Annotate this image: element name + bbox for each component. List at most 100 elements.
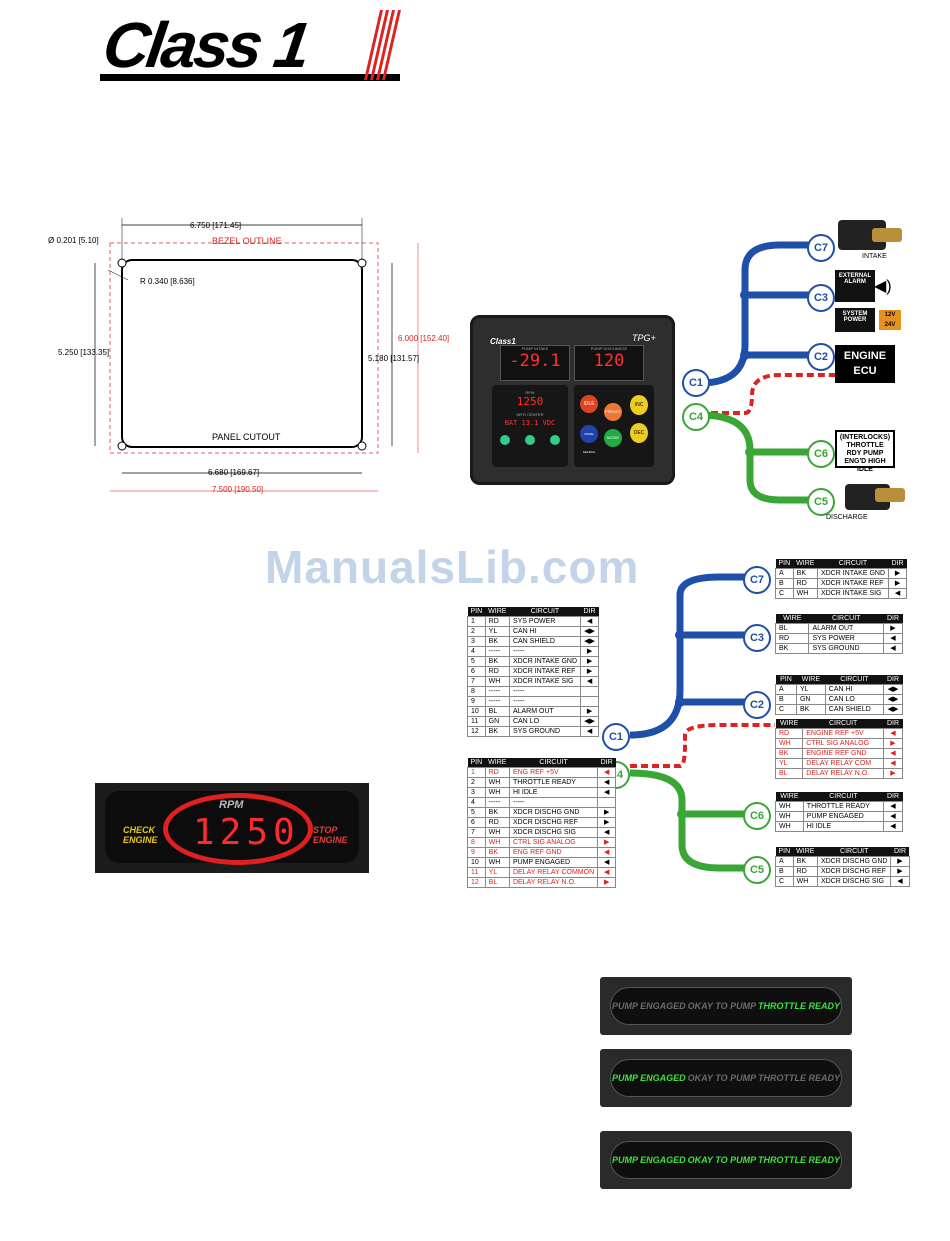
table-cell	[597, 797, 617, 808]
table-cell: 3	[467, 787, 486, 798]
table-cell: BK	[774, 748, 804, 759]
col-circuit: CIRCUIT	[803, 792, 884, 802]
table-cell: 4	[467, 646, 486, 657]
okay-to-pump-indicator: OKAY TO PUMP	[687, 1155, 757, 1165]
table-cell: BL	[484, 706, 510, 717]
stop-engine-label: STOP ENGINE	[313, 825, 348, 845]
table-cell: 8	[467, 686, 486, 697]
table-cell: BK	[792, 856, 818, 867]
table-cell: 10	[467, 857, 486, 868]
tpg-controller-image: Class1 TPG+ PUMP INTAKE -29.1 PUMP DISCH…	[470, 315, 675, 485]
table-row: 4----------	[467, 797, 617, 808]
more-search-button: MORE SEARCH	[580, 425, 598, 454]
table-cell: B	[775, 866, 794, 877]
table-cell: SYS GROUND	[508, 726, 582, 737]
table-cell: ▶	[579, 666, 600, 677]
table-cell: A	[775, 856, 794, 867]
col-pin: PIN	[775, 675, 797, 685]
table-cell: ◀▶	[579, 636, 600, 647]
connector-c5-bottom: C5	[743, 856, 771, 884]
logo-underline	[100, 74, 400, 81]
table-cell: RD	[792, 866, 818, 877]
bezel-outline-label: BEZEL OUTLINE	[212, 236, 282, 246]
table-cell: WH	[775, 811, 804, 822]
table-cell: DELAY RELAY N.O.	[802, 768, 884, 779]
table-cell: YL	[774, 758, 804, 769]
table-cell: BK	[774, 643, 810, 654]
wiring-diagram-top	[699, 241, 835, 504]
table-cell: HI IDLE	[508, 787, 599, 798]
pump-engaged-indicator: PUMP ENGAGED	[611, 1155, 686, 1165]
table-cell: A	[775, 684, 797, 695]
table-cell: WH	[792, 588, 818, 599]
discharge-label: DISCHARGE	[826, 514, 868, 521]
table-cell: ◀	[890, 876, 910, 887]
table-cell: ◀▶	[883, 694, 903, 705]
table-cell: 4	[467, 797, 486, 808]
table-cell: GN	[795, 694, 826, 705]
idle-button: IDLE	[580, 395, 598, 413]
table-cell: XDCR INTAKE GND	[816, 568, 890, 579]
table-cell: BL	[774, 623, 810, 634]
status-panel-3: PUMP ENGAGED OKAY TO PUMP THROTTLE READY	[600, 1131, 852, 1189]
col-circuit: CIRCUIT	[817, 559, 889, 569]
table-cell: 2	[467, 626, 486, 637]
okay-to-pump-indicator: OKAY TO PUMP	[687, 1073, 757, 1083]
throttle-ready-indicator: THROTTLE READY	[758, 1001, 840, 1011]
table-cell: XDCR DISCHG GND	[508, 807, 599, 818]
table-cell: C	[775, 876, 794, 887]
table-cell: ◀	[883, 643, 903, 654]
table-cell: DELAY RELAY COMMON	[508, 867, 599, 878]
indicator-light-icon	[499, 435, 510, 445]
indicator-light-icon	[550, 435, 561, 445]
col-wire: WIRE	[775, 614, 809, 624]
dim-width-top: 6.750 [171.45]	[190, 221, 242, 230]
table-cell: ▶	[890, 866, 910, 877]
table-cell: 12	[467, 726, 486, 737]
table-cell: 1	[467, 616, 486, 627]
table-cell: WH	[792, 876, 818, 887]
table-cell: ALARM OUT	[808, 623, 884, 634]
col-wire: WIRE	[793, 847, 818, 857]
table-cell: 10	[467, 706, 486, 717]
watermark: ManualsLib.com	[265, 541, 640, 593]
table-cell: ◀	[883, 821, 903, 832]
col-wire: WIRE	[485, 758, 510, 768]
table-cell: XDCR DISCHG GND	[816, 856, 892, 867]
table-cell: ◀	[883, 633, 903, 644]
highlight-ellipse	[163, 793, 313, 865]
connector-c4: C4	[682, 403, 710, 431]
table-cell: ▶	[887, 578, 908, 589]
table-cell: ▶	[887, 568, 908, 579]
table-cell: ▶	[597, 807, 617, 818]
connector-c5: C5	[807, 488, 835, 516]
table-cell: SYS POWER	[508, 616, 582, 627]
system-power-label: SYSTEM POWER	[835, 308, 875, 332]
table-cell: CAN HI	[824, 684, 885, 695]
table-cell: XDCR INTAKE SIG	[508, 676, 582, 687]
table-cell: WH	[775, 801, 804, 812]
table-cell: BK	[484, 656, 510, 667]
table-cell: RD	[774, 728, 804, 739]
table-row: 4----------▶	[467, 646, 600, 657]
indicator-light-icon	[524, 435, 535, 445]
col-wire: WIRE	[775, 719, 803, 729]
table-cell: -----	[508, 646, 582, 657]
